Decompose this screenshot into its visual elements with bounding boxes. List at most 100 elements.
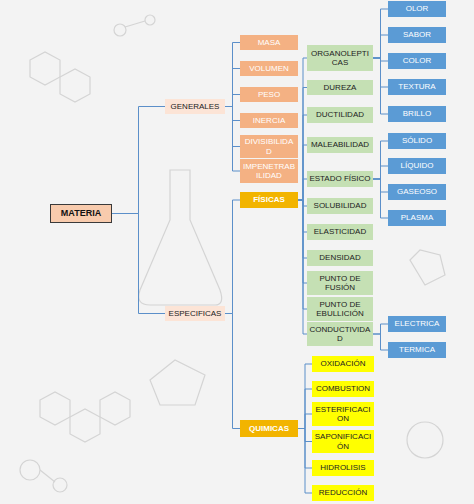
property-box: MALEABILIDAD <box>307 137 373 153</box>
node-label: CONDUCTIVIDAD <box>307 324 373 344</box>
node-label: COMBUSTION <box>314 383 372 394</box>
tree-connector <box>373 35 388 58</box>
general-box: INERCIA <box>240 113 298 128</box>
detail-box: COLOR <box>388 53 446 69</box>
tree-connector <box>112 107 165 214</box>
node-label: SAPONIFICACIÓN <box>312 431 374 451</box>
node-label: ELASTICIDAD <box>312 226 368 237</box>
node-label: GASEOSO <box>395 186 439 197</box>
branch-box: ESPECIFICAS <box>165 306 225 321</box>
node-label: MASA <box>256 37 283 48</box>
node-label: OXIDACIÓN <box>319 358 368 369</box>
tree-connector <box>298 200 307 334</box>
node-label: QUIMICAS <box>247 423 291 434</box>
general-box: PESO <box>240 87 298 102</box>
property-box: ORGANOLEPTICAS <box>307 45 373 71</box>
chemical-box: HIDROLISIS <box>312 460 374 476</box>
property-box: SOLUBILIDAD <box>307 198 373 214</box>
property-box: ESTADO FÍSICO <box>307 171 373 187</box>
tree-connector <box>225 69 240 107</box>
tree-connector <box>225 314 240 429</box>
node-label: REDUCCIÓN <box>317 487 369 498</box>
detail-box: TERMICA <box>388 342 446 358</box>
chemical-box: COMBUSTION <box>312 381 374 397</box>
tree-connector <box>298 389 312 429</box>
chemical-box: SAPONIFICACIÓN <box>312 430 374 453</box>
detail-box: ELECTRICA <box>388 316 446 332</box>
tree-connector <box>373 141 388 179</box>
node-label: TEXTURA <box>396 81 437 92</box>
category-box: QUIMICAS <box>240 420 298 437</box>
node-label: DENSIDAD <box>317 252 362 263</box>
detail-box: OLOR <box>388 1 446 17</box>
property-box: CONDUCTIVIDAD <box>307 322 373 345</box>
node-label: SABOR <box>401 29 433 40</box>
detail-box: LÍQUIDO <box>388 158 446 174</box>
chemical-box: OXIDACIÓN <box>312 356 374 372</box>
property-box: PUNTO DE FUSIÓN <box>307 271 373 294</box>
node-label: COLOR <box>401 55 433 66</box>
general-box: DIVISIBILIDAD <box>240 135 298 158</box>
detail-box: SABOR <box>388 27 446 43</box>
tree-connector <box>225 95 240 107</box>
root-box: MATERIA <box>50 204 112 223</box>
tree-connector <box>373 179 388 218</box>
tree-connector <box>298 429 312 494</box>
node-label: LÍQUIDO <box>399 160 436 171</box>
node-label: OLOR <box>404 3 431 14</box>
tree-connector <box>298 414 312 429</box>
node-label: FÍSICAS <box>251 194 287 205</box>
node-label: ESTERIFICACION <box>312 404 374 424</box>
tree-connector <box>298 88 307 201</box>
property-box: PUNTO DE EBULLICIÓN <box>307 297 373 320</box>
tree-connector <box>225 107 240 172</box>
node-label: PLASMA <box>399 212 435 223</box>
detail-box: SÓLIDO <box>388 133 446 149</box>
tree-connector <box>373 58 388 114</box>
node-label: DUREZA <box>322 82 359 93</box>
node-label: IMPENETRABILIDAD <box>240 161 298 181</box>
general-box: VOLUMEN <box>240 61 298 76</box>
tree-connector <box>298 145 307 200</box>
node-label: PUNTO DE EBULLICIÓN <box>307 299 373 319</box>
tree-connector <box>373 324 388 334</box>
node-label: BRILLO <box>401 108 433 119</box>
node-label: ESPECIFICAS <box>167 308 224 319</box>
tree-connector <box>298 364 312 429</box>
property-box: DUREZA <box>307 80 373 95</box>
tree-connector <box>373 166 388 179</box>
detail-box: BRILLO <box>388 106 446 122</box>
detail-box: GASEOSO <box>388 184 446 200</box>
node-label: INERCIA <box>251 115 287 126</box>
branch-box: GENERALES <box>165 99 225 114</box>
chemical-box: REDUCCIÓN <box>312 485 374 501</box>
tree-connector <box>373 334 388 350</box>
general-box: IMPENETRABILIDAD <box>240 159 298 182</box>
tree-connector <box>225 43 240 107</box>
node-label: DUCTILIDAD <box>314 109 366 120</box>
category-box: FÍSICAS <box>240 192 298 208</box>
node-label: ESTADO FÍSICO <box>307 173 372 184</box>
node-label: DIVISIBILIDAD <box>240 136 298 156</box>
node-label: ORGANOLEPTICAS <box>307 48 373 68</box>
node-label: TERMICA <box>397 344 437 355</box>
tree-connector <box>298 115 307 200</box>
property-box: DENSIDAD <box>307 250 373 266</box>
node-label: HIDROLISIS <box>318 462 367 473</box>
property-box: ELASTICIDAD <box>307 224 373 240</box>
node-label: ELECTRICA <box>393 318 442 329</box>
detail-box: TEXTURA <box>388 79 446 95</box>
general-box: MASA <box>240 35 298 50</box>
node-label: VOLUMEN <box>247 63 291 74</box>
detail-box: PLASMA <box>388 210 446 226</box>
property-box: DUCTILIDAD <box>307 107 373 123</box>
tree-connector <box>298 58 307 200</box>
chemical-box: ESTERIFICACION <box>312 402 374 425</box>
tree-connector <box>225 200 240 314</box>
tree-connector <box>373 9 388 58</box>
node-label: PUNTO DE FUSIÓN <box>307 273 373 293</box>
tree-connector <box>112 214 165 314</box>
node-label: MALEABILIDAD <box>309 139 371 150</box>
